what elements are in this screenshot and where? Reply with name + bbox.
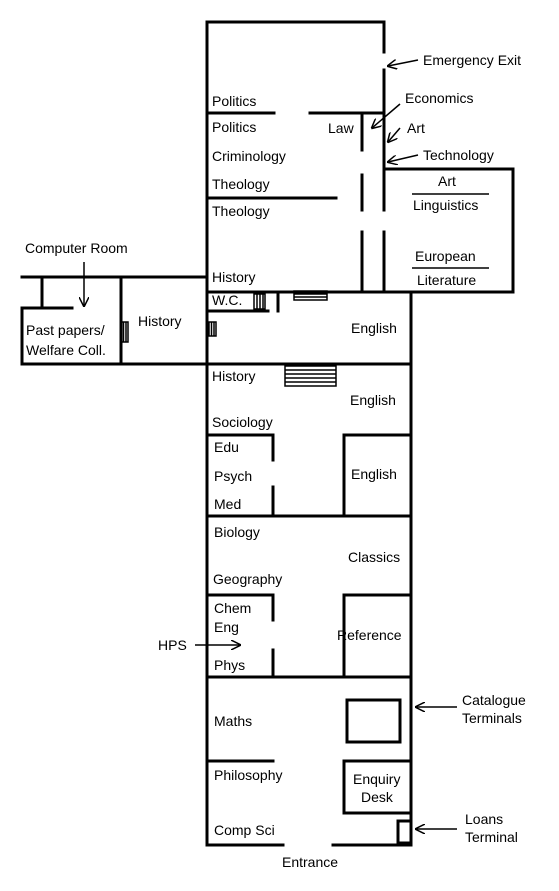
- label-wc: W.C.: [212, 292, 242, 308]
- arrow-icon: [372, 103, 401, 128]
- label-economics: Economics: [405, 90, 473, 106]
- label-art-pointer: Art: [407, 120, 425, 136]
- label-english-3: English: [351, 466, 397, 482]
- label-theology-2: Theology: [212, 203, 270, 219]
- label-sociology: Sociology: [212, 414, 273, 430]
- label-european: European: [415, 248, 476, 264]
- arrow-icon: [388, 154, 419, 162]
- label-geography: Geography: [213, 571, 282, 587]
- label-philosophy: Philosophy: [214, 767, 283, 783]
- label-past-papers-1: Past papers/: [26, 322, 105, 338]
- label-loans-1: Loans: [465, 811, 503, 827]
- label-politics-1: Politics: [212, 93, 256, 109]
- stairs-icon: [120, 321, 129, 343]
- label-chem: Chem: [214, 600, 251, 616]
- label-history-top: History: [212, 269, 256, 285]
- label-politics-2: Politics: [212, 119, 256, 135]
- label-reference: Reference: [337, 627, 402, 643]
- upper-stack-walls: [205, 111, 515, 294]
- stairs-icon: [253, 293, 266, 310]
- label-theology-1: Theology: [212, 176, 270, 192]
- label-computer-room: Computer Room: [25, 240, 128, 256]
- label-catalogue-2: Terminals: [462, 710, 522, 726]
- label-art-room: Art: [438, 173, 456, 189]
- label-past-papers-2: Welfare Coll.: [26, 342, 106, 358]
- label-psych: Psych: [214, 468, 252, 484]
- label-loans-2: Terminal: [465, 829, 518, 845]
- label-literature: Literature: [417, 272, 476, 288]
- label-enquiry-1: Enquiry: [353, 771, 400, 787]
- label-comp-sci: Comp Sci: [214, 822, 275, 838]
- label-history-annex: History: [138, 313, 182, 329]
- stairs-icon: [293, 290, 328, 301]
- stairs-icon: [208, 321, 217, 337]
- label-eng: Eng: [214, 619, 239, 635]
- label-technology: Technology: [423, 147, 494, 163]
- label-english-1: English: [351, 320, 397, 336]
- left-annex-walls: [20, 275, 413, 366]
- label-classics: Classics: [348, 549, 400, 565]
- arrow-icon: [388, 59, 419, 66]
- label-english-2: English: [350, 392, 396, 408]
- label-law: Law: [328, 120, 355, 136]
- label-catalogue-1: Catalogue: [462, 692, 526, 708]
- label-enquiry-2: Desk: [361, 789, 394, 805]
- label-maths: Maths: [214, 713, 252, 729]
- label-hps: HPS: [158, 637, 187, 653]
- label-criminology: Criminology: [212, 148, 286, 164]
- label-history-mid: History: [212, 368, 256, 384]
- label-med: Med: [214, 496, 241, 512]
- arrow-icon: [388, 127, 401, 142]
- label-linguistics: Linguistics: [413, 197, 478, 213]
- label-edu: Edu: [214, 439, 239, 455]
- label-phys: Phys: [214, 657, 245, 673]
- label-entrance: Entrance: [282, 854, 338, 870]
- stairs-icon: [284, 365, 337, 387]
- label-biology: Biology: [214, 524, 260, 540]
- lower-stack-walls: [205, 433, 413, 845]
- label-emergency-exit: Emergency Exit: [423, 52, 521, 68]
